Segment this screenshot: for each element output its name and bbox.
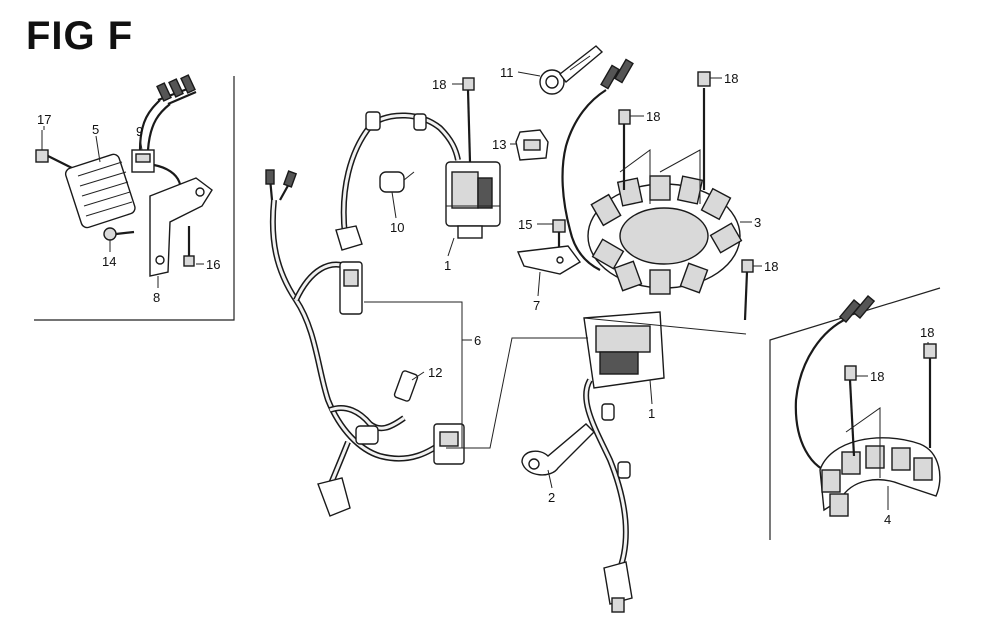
callout-18-stator-a: 18 <box>724 71 738 86</box>
ignition-coil-upper-drawing <box>335 77 501 251</box>
callout-labels: 17 5 9 14 8 16 18 11 13 10 1 18 18 15 3 … <box>37 65 934 527</box>
clamp-2-drawing <box>521 423 595 476</box>
callout-2: 2 <box>548 490 555 505</box>
callout-17: 17 <box>37 112 51 127</box>
callout-12: 12 <box>428 365 442 380</box>
callout-10: 10 <box>390 220 404 235</box>
callout-4: 4 <box>884 512 891 527</box>
callout-18-inset-a: 18 <box>870 369 884 384</box>
callout-3: 3 <box>754 215 761 230</box>
callout-7: 7 <box>533 298 540 313</box>
plate-7-drawing <box>516 219 582 275</box>
inset-frame-left <box>34 76 235 321</box>
callout-1-upper: 1 <box>444 258 451 273</box>
bolt-18-right-drawing <box>741 259 754 321</box>
clamp-11-drawing <box>539 45 604 95</box>
callout-15: 15 <box>518 217 532 232</box>
stator-3-drawing <box>587 71 743 295</box>
rectifier-regulator-drawing <box>35 74 213 277</box>
stator-4-drawing <box>794 295 941 517</box>
callout-18-inset-b: 18 <box>920 325 934 340</box>
callout-8: 8 <box>153 290 160 305</box>
callout-18-stator-b: 18 <box>646 109 660 124</box>
callout-18-right: 18 <box>764 259 778 274</box>
stator-lead-drawing <box>561 58 634 271</box>
grommet-13-drawing <box>515 129 549 161</box>
figure-title: FIG F <box>26 14 134 58</box>
callout-1-lower: 1 <box>648 406 655 421</box>
callout-13: 13 <box>492 137 506 152</box>
wire-harness-6-drawing <box>265 169 588 517</box>
callout-14: 14 <box>102 254 116 269</box>
callout-9: 9 <box>136 124 143 139</box>
callout-18-coil: 18 <box>432 77 446 92</box>
callout-11: 11 <box>500 65 514 80</box>
ignition-coil-lower-drawing <box>583 311 747 613</box>
callout-5: 5 <box>92 122 99 137</box>
leader-lines <box>43 71 929 510</box>
inset-frame-right <box>769 287 941 540</box>
cap-10-drawing <box>379 171 415 193</box>
callout-6: 6 <box>474 333 481 348</box>
callout-16: 16 <box>206 257 220 272</box>
